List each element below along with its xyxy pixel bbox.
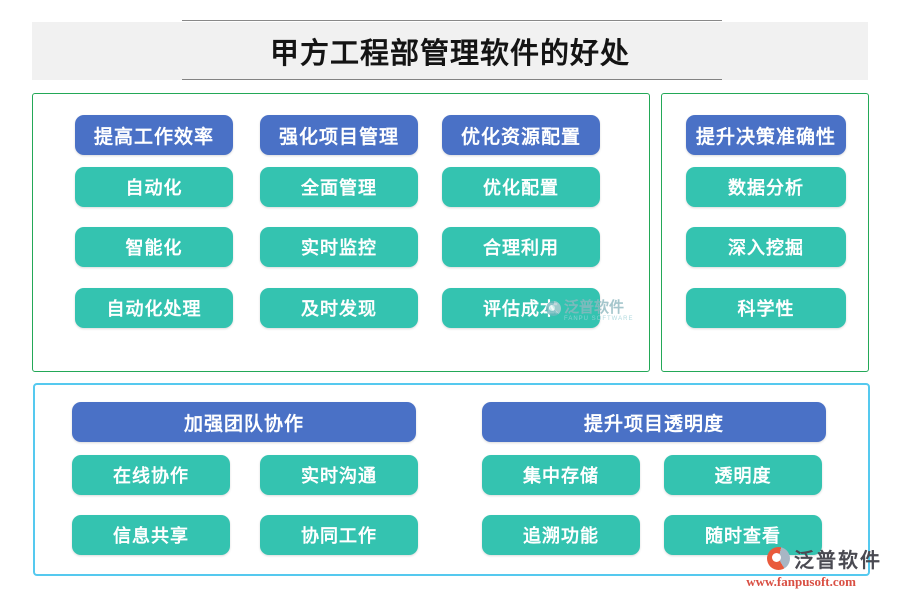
title-bar: 甲方工程部管理软件的好处 (32, 20, 868, 80)
node-item: 智能化 (75, 227, 233, 267)
brand-watermark: 泛普软件 www.fanpusoft.com (746, 544, 882, 590)
node-item: 追溯功能 (482, 515, 640, 555)
inline-watermark-subtext: FANPU SOFTWARE (564, 316, 634, 322)
node-item: 数据分析 (686, 167, 846, 207)
brand-url: www.fanpusoft.com (746, 574, 856, 589)
node-item: 及时发现 (260, 288, 418, 328)
node-item: 自动化处理 (75, 288, 233, 328)
node-header-work-efficiency: 提高工作效率 (75, 115, 233, 155)
node-item: 集中存储 (482, 455, 640, 495)
node-item: 在线协作 (72, 455, 230, 495)
node-header-team-collaboration: 加强团队协作 (72, 402, 416, 442)
node-item: 实时沟通 (260, 455, 418, 495)
node-item: 透明度 (664, 455, 822, 495)
node-item: 自动化 (75, 167, 233, 207)
node-item: 全面管理 (260, 167, 418, 207)
page-title: 甲方工程部管理软件的好处 (269, 38, 630, 70)
brand-name: 泛普软件 (794, 550, 882, 572)
inline-watermark-brand: 泛普软件 (564, 299, 625, 316)
node-header-decision-accuracy: 提升决策准确性 (686, 115, 846, 155)
node-item: 深入挖掘 (686, 227, 846, 267)
title-bottom-rule (182, 79, 722, 80)
inline-watermark: 泛普软件 FANPU SOFTWARE (546, 300, 633, 323)
node-header-project-management: 强化项目管理 (260, 115, 418, 155)
node-header-project-transparency: 提升项目透明度 (482, 402, 826, 442)
node-item: 实时监控 (260, 227, 418, 267)
fanpu-logo-icon (767, 547, 790, 570)
node-item: 协同工作 (260, 515, 418, 555)
node-item: 优化配置 (442, 167, 600, 207)
node-item: 科学性 (686, 288, 846, 328)
fanpu-logo-icon (546, 301, 561, 316)
node-item: 评估成本 (442, 288, 600, 328)
title-top-rule (182, 20, 722, 21)
node-item: 合理利用 (442, 227, 600, 267)
node-header-resource-allocation: 优化资源配置 (442, 115, 600, 155)
node-item: 信息共享 (72, 515, 230, 555)
node-item: 随时查看 (664, 515, 822, 555)
